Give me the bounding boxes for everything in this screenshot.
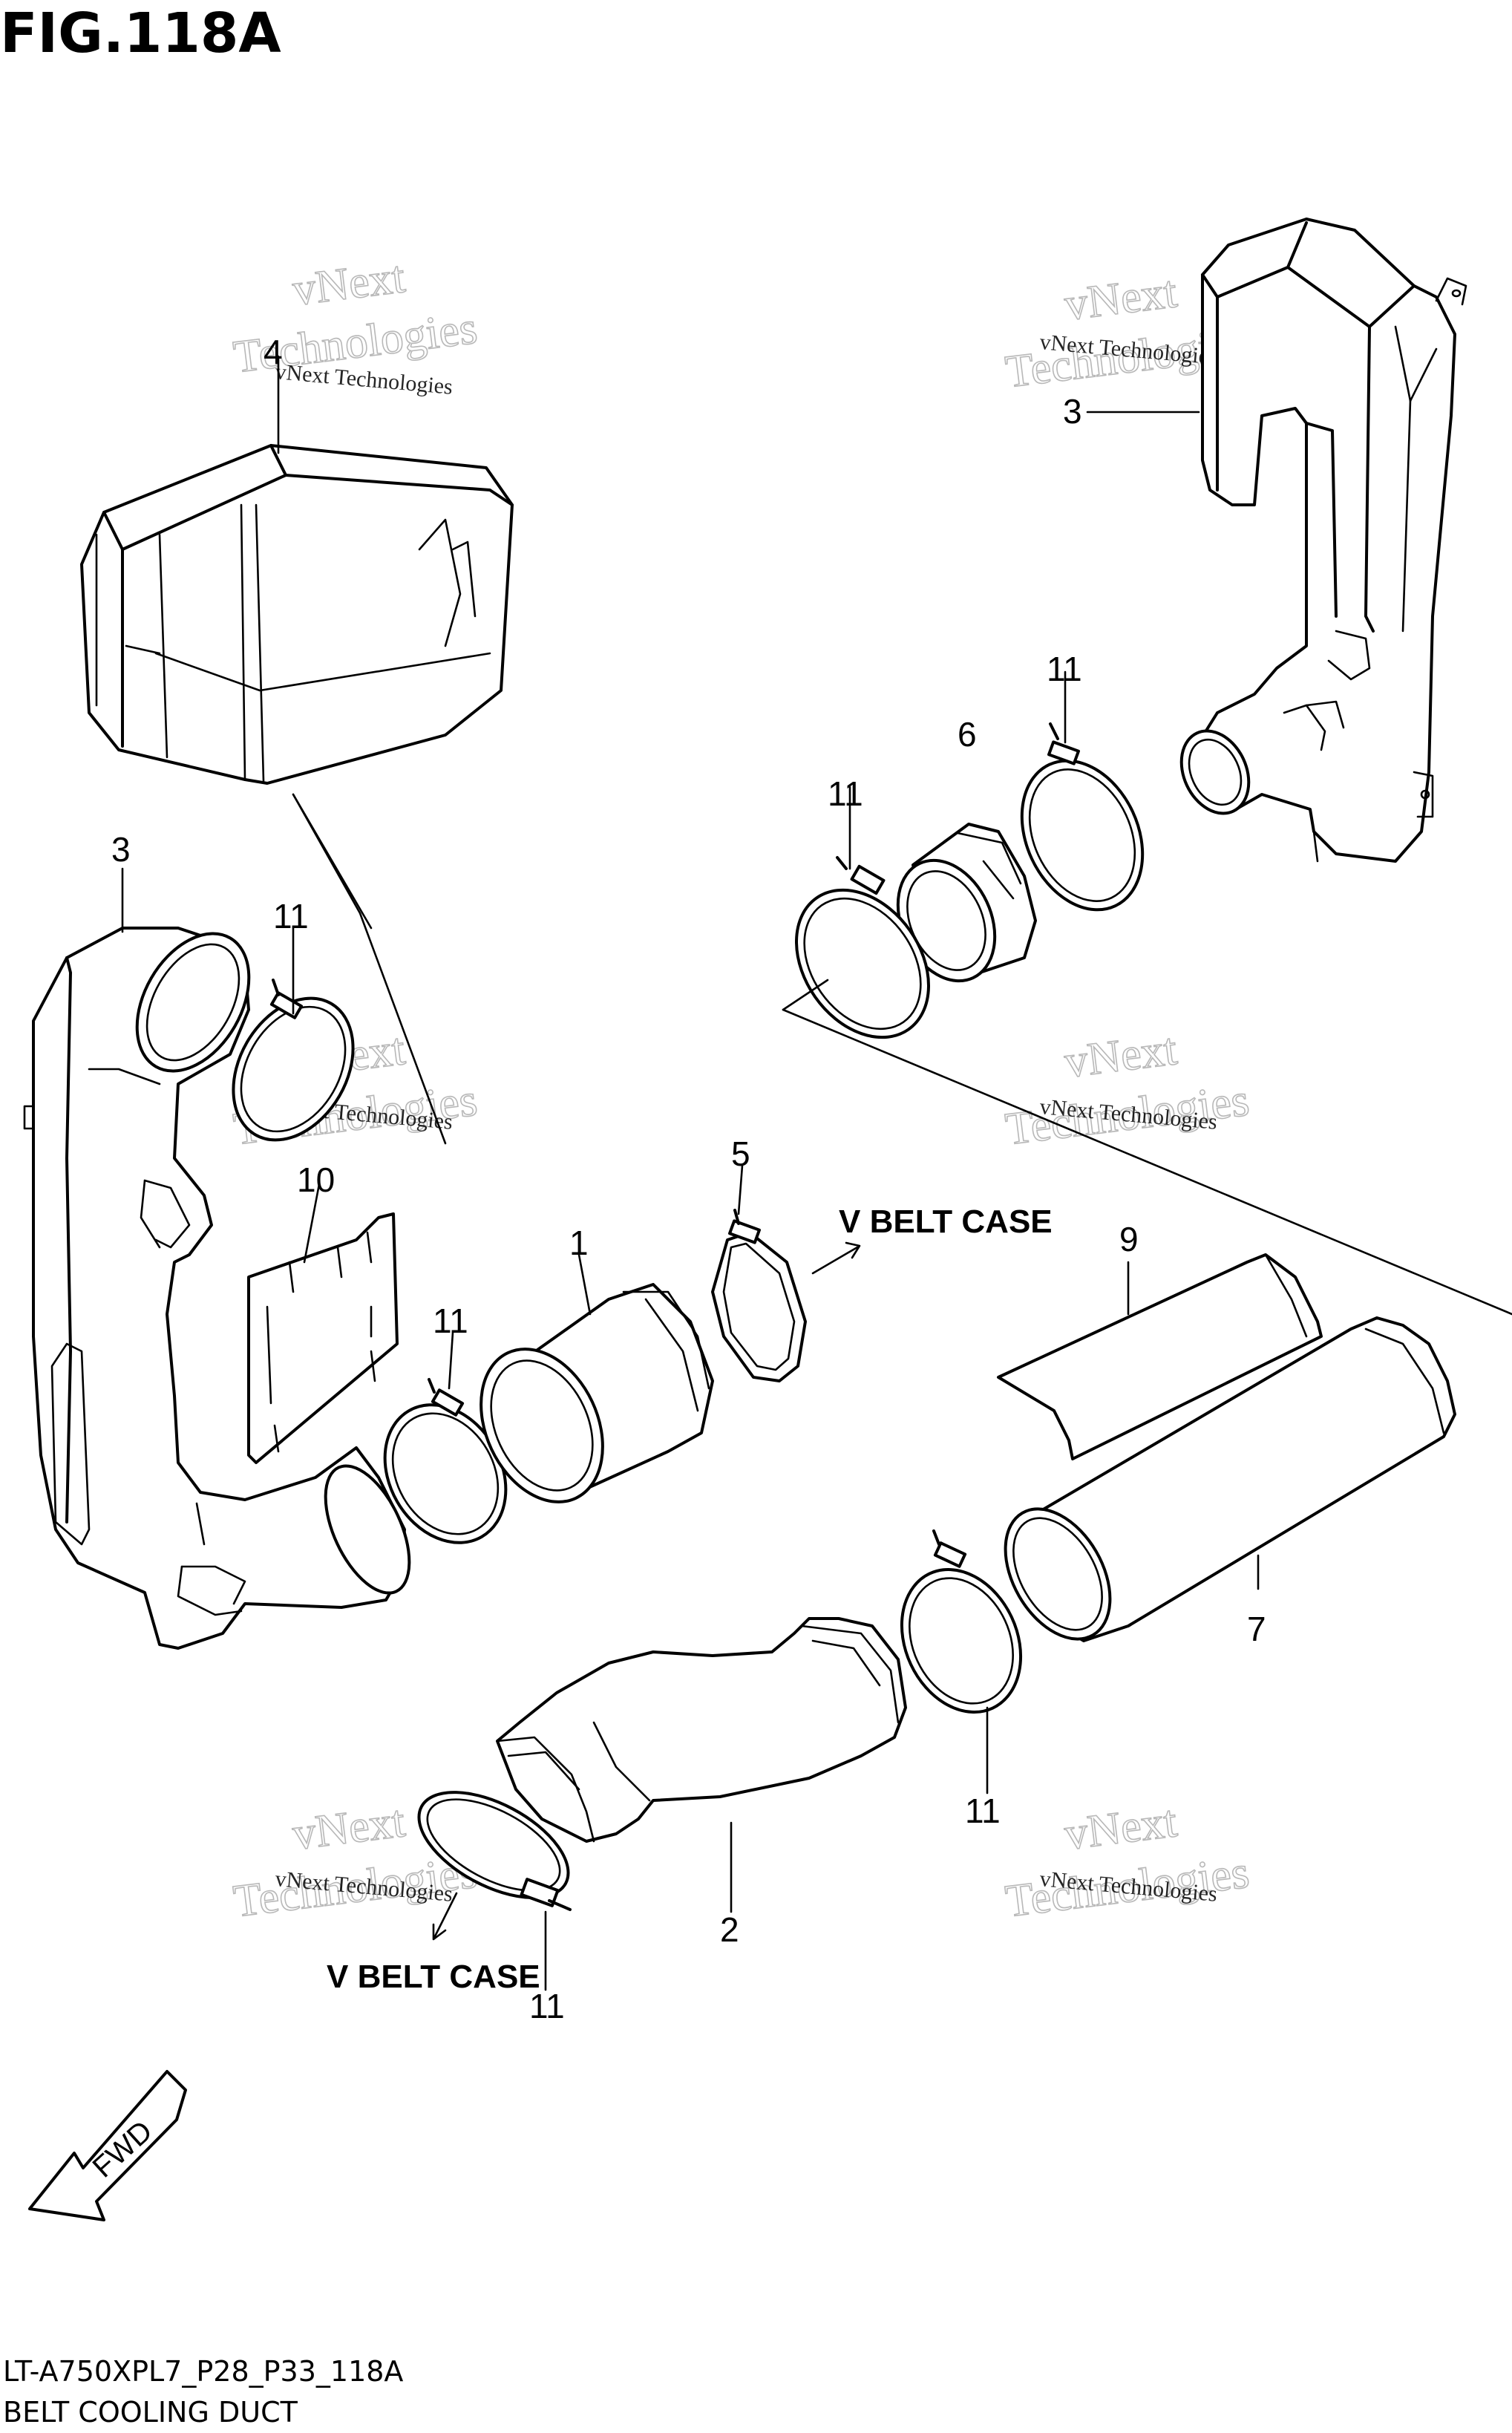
- part-11-clamp-middle: [383, 1378, 508, 1544]
- part-3-upper-duct: [1179, 218, 1467, 863]
- callout-4: 4: [264, 333, 283, 371]
- watermark-big: vNext: [1062, 267, 1180, 330]
- figure-name: BELT COOLING DUCT: [3, 2396, 298, 2429]
- figure-code: LT-A750XPL7_P28_P33_118A: [3, 2355, 403, 2388]
- part-11-clamp-left-duct: [232, 979, 355, 1142]
- part-11-clamp-upper-right: [1020, 722, 1145, 912]
- callout-11: 11: [273, 897, 309, 935]
- callout-2: 2: [720, 1910, 739, 1949]
- watermark-big: vNext: [1062, 1024, 1180, 1088]
- v-belt-case-label-upper: V BELT CASE: [839, 1204, 1053, 1240]
- callout-6: 6: [958, 715, 977, 754]
- callout-9: 9: [1119, 1220, 1139, 1258]
- callout-5: 5: [731, 1134, 750, 1173]
- leader-lines: [121, 355, 1512, 1991]
- callout-7: 7: [1247, 1610, 1266, 1648]
- callout-labels: 4 3 3 11 11 11 11 11 11 6 10 1 5 9 7 2: [111, 333, 1266, 2025]
- callout-10: 10: [297, 1160, 335, 1199]
- watermark-big: vNext: [290, 252, 408, 316]
- callout-11: 11: [828, 774, 863, 813]
- callout-11: 11: [433, 1302, 468, 1340]
- figure-title: FIG.118A: [0, 1, 281, 65]
- part-11-clamp-lower-right: [900, 1529, 1023, 1714]
- part-3-left-duct: [23, 927, 411, 1650]
- part-4-intake-cover: [80, 444, 514, 785]
- callout-11: 11: [529, 1987, 565, 2025]
- callout-11: 11: [965, 1792, 1001, 1830]
- callout-3-upper: 3: [1063, 392, 1082, 431]
- callout-11: 11: [1047, 650, 1082, 688]
- part-11-clamp-upper-left: [795, 856, 930, 1039]
- part-2-bent-duct: [496, 1617, 907, 1843]
- part-9-half-cover: [997, 1253, 1323, 1460]
- part-10-seal-pad: [247, 1212, 399, 1464]
- part-1-sleeve: [480, 1283, 714, 1503]
- watermark-big: vNext: [1062, 1796, 1180, 1860]
- watermark-big: vNext: [290, 1796, 408, 1860]
- part-11-clamp-bottom: [417, 1791, 572, 1911]
- fwd-arrow: FWD: [28, 2070, 187, 2221]
- callout-1: 1: [569, 1224, 589, 1262]
- part-5-clamp-ring: [711, 1209, 807, 1382]
- v-belt-case-label-lower: V BELT CASE: [327, 1959, 540, 1995]
- callout-3-left: 3: [111, 830, 131, 869]
- part-7-tube: [1004, 1316, 1456, 1642]
